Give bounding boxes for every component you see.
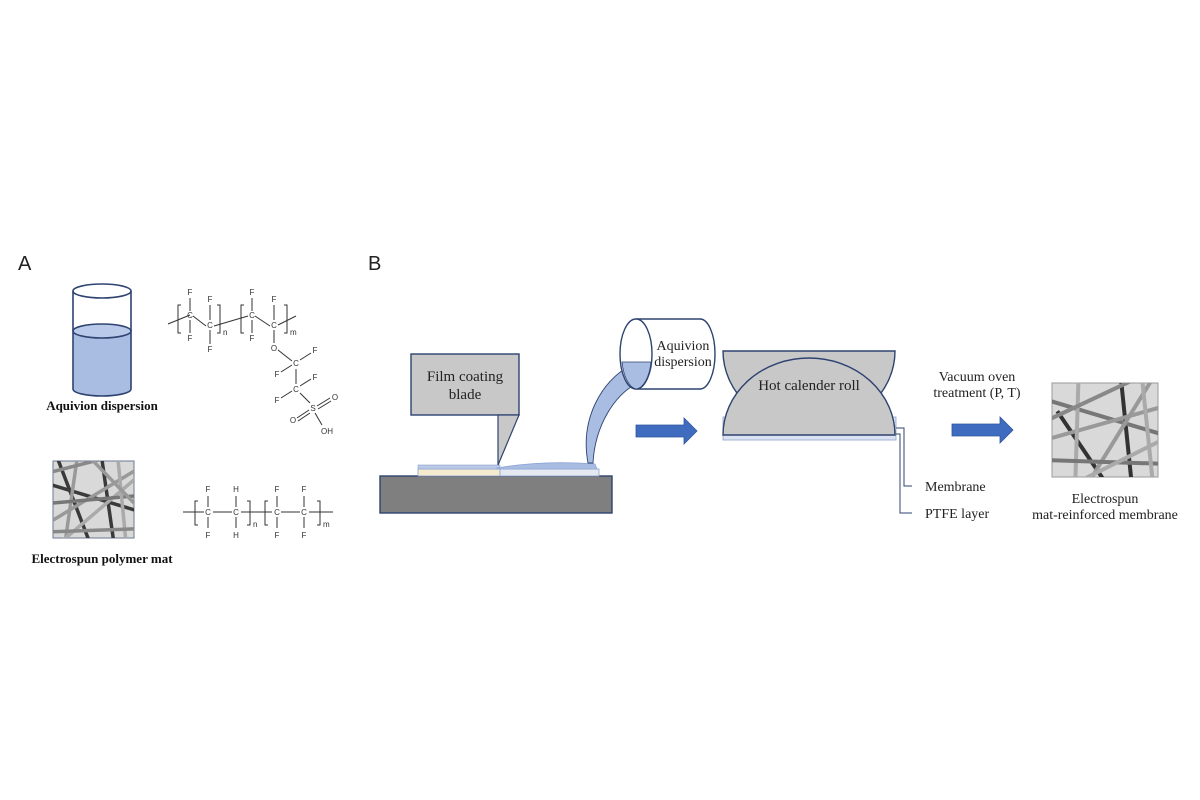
- svg-text:C: C: [187, 311, 193, 320]
- fiber: [1052, 383, 1132, 421]
- svg-text:O: O: [290, 416, 296, 425]
- wet-dispersion-film: [496, 462, 598, 470]
- electrospun-polymer-mat-caption: Electrospun polymer mat: [31, 551, 173, 566]
- svg-text:m: m: [323, 520, 330, 529]
- pour-label-line2: dispersion: [654, 355, 712, 370]
- pour-label-line1: Aquivion: [657, 339, 710, 354]
- bottom-calender-roll: [722, 357, 896, 436]
- svg-text:C: C: [274, 508, 280, 517]
- svg-text:O: O: [271, 344, 277, 353]
- oven-label-line1: Vacuum oven: [939, 370, 1016, 385]
- svg-text:C: C: [207, 321, 213, 330]
- svg-text:F: F: [275, 370, 280, 379]
- svg-text:n: n: [223, 328, 227, 337]
- electrospun-mat-icon: [52, 460, 135, 539]
- svg-text:F: F: [208, 295, 213, 304]
- fiber: [1052, 399, 1158, 436]
- svg-text:F: F: [275, 485, 280, 494]
- fiber: [53, 527, 134, 534]
- fiber: [1052, 458, 1158, 466]
- ptfe-layer-film: [417, 468, 501, 477]
- svg-text:O: O: [332, 393, 338, 402]
- aquivion-chemical-structure: C C C C F F F F F F F n m O C F F C F F: [167, 288, 338, 436]
- ptfe-leader-line: [896, 433, 912, 514]
- final-label-line2: mat-reinforced membrane: [1032, 508, 1178, 523]
- oven-label-line2: treatment (P, T): [933, 386, 1021, 401]
- process-arrow-2: [951, 416, 1014, 444]
- svg-text:F: F: [188, 288, 193, 297]
- svg-text:F: F: [313, 346, 318, 355]
- svg-text:F: F: [188, 334, 193, 343]
- substrate-plate: [379, 475, 613, 514]
- panel-b-label: B: [368, 253, 381, 275]
- svg-text:C: C: [233, 508, 239, 517]
- fiber: [90, 461, 134, 506]
- svg-text:C: C: [205, 508, 211, 517]
- svg-text:C: C: [301, 508, 307, 517]
- aquivion-container-icon: [585, 318, 716, 464]
- blade-label-line1: Film coating: [427, 369, 504, 385]
- beaker-icon: [72, 283, 132, 397]
- electrospun-layer-film: [499, 468, 600, 477]
- fiber: [53, 469, 134, 523]
- svg-text:F: F: [250, 288, 255, 297]
- final-label-line1: Electrospun: [1072, 492, 1139, 507]
- svg-text:F: F: [208, 345, 213, 354]
- svg-text:n: n: [253, 520, 257, 529]
- svg-text:F: F: [206, 531, 211, 540]
- svg-text:m: m: [290, 328, 297, 337]
- svg-text:C: C: [271, 321, 277, 330]
- svg-text:F: F: [206, 485, 211, 494]
- svg-text:S: S: [310, 404, 315, 413]
- blade-label-line2: blade: [449, 387, 482, 403]
- svg-text:C: C: [293, 385, 299, 394]
- reinforced-membrane-icon: [1051, 382, 1159, 478]
- calender-roll-label: Hot calender roll: [758, 378, 860, 394]
- svg-text:F: F: [272, 295, 277, 304]
- fiber: [1083, 439, 1158, 477]
- svg-text:F: F: [302, 485, 307, 494]
- ptfe-layer-label: PTFE layer: [925, 507, 989, 522]
- film-coating-blade: [410, 353, 520, 466]
- svg-text:OH: OH: [321, 427, 333, 436]
- aquivion-dispersion-caption: Aquivion dispersion: [46, 398, 158, 413]
- fiber: [53, 461, 102, 474]
- svg-text:F: F: [275, 531, 280, 540]
- coated-film: [417, 464, 501, 470]
- membrane-leader-line: [896, 427, 912, 487]
- fiber: [63, 461, 79, 538]
- process-arrow-1: [635, 417, 698, 445]
- svg-text:F: F: [313, 373, 318, 382]
- fiber: [1073, 383, 1081, 477]
- svg-text:F: F: [275, 396, 280, 405]
- svg-text:H: H: [233, 485, 239, 494]
- membrane-label: Membrane: [925, 480, 986, 495]
- mat-polymer-chemical-structure: C C C C F F H H F F F F n m: [183, 485, 333, 540]
- svg-text:C: C: [249, 311, 255, 320]
- svg-text:H: H: [233, 531, 239, 540]
- panel-a-label: A: [18, 253, 32, 275]
- svg-text:F: F: [250, 334, 255, 343]
- svg-text:F: F: [302, 531, 307, 540]
- svg-text:C: C: [293, 359, 299, 368]
- fiber: [1140, 383, 1155, 477]
